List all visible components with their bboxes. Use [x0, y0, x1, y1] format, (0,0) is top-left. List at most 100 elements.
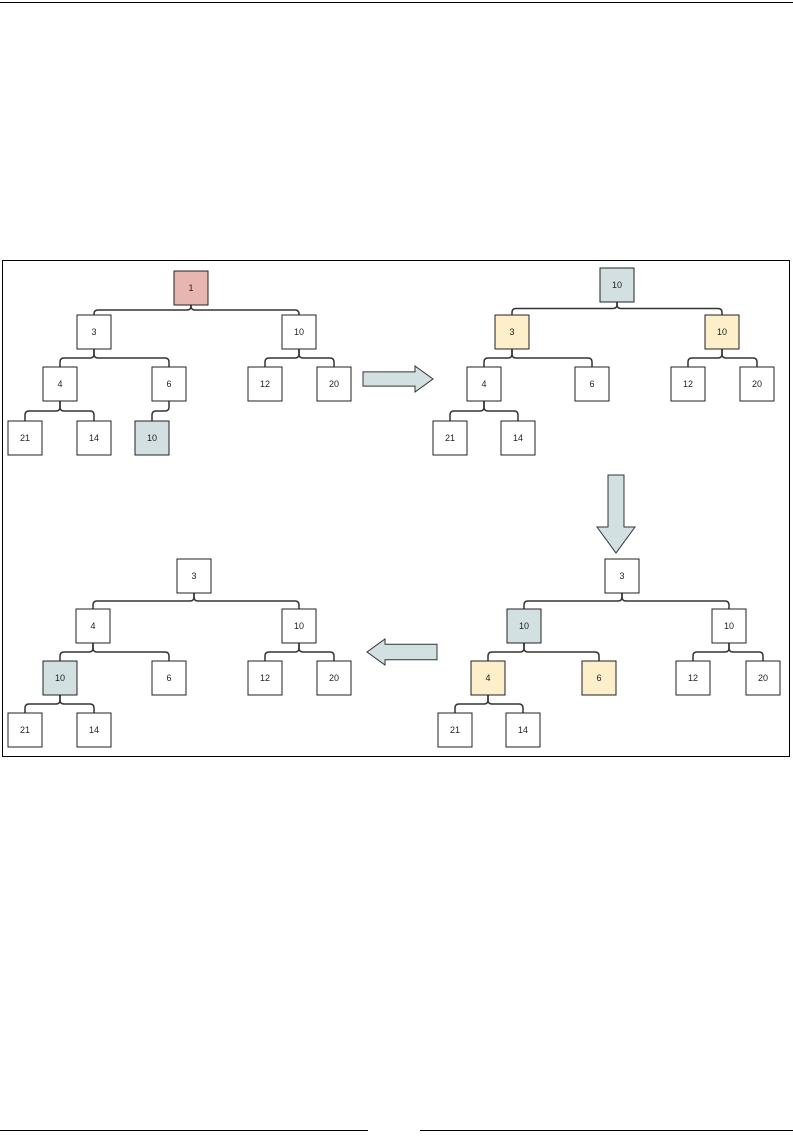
node-label: 21	[20, 433, 30, 443]
node-label: 14	[89, 725, 99, 735]
edge-c-f	[264, 349, 300, 367]
edge-d-i	[59, 695, 95, 713]
heap-node: 14	[76, 420, 112, 456]
node-box	[505, 712, 541, 748]
node-label: 3	[509, 327, 514, 337]
heap-node: 10	[599, 267, 635, 303]
node-label: 6	[166, 379, 171, 389]
node-label: 21	[445, 433, 455, 443]
node-box	[574, 366, 610, 402]
node-label: 4	[57, 379, 62, 389]
node-label: 10	[294, 327, 304, 337]
heap-node: 14	[505, 712, 541, 748]
node-label: 3	[619, 571, 624, 581]
heap-node: 6	[581, 660, 617, 696]
node-label: 6	[589, 379, 594, 389]
heap-node: 4	[466, 366, 502, 402]
node-label: 21	[450, 725, 460, 735]
heap-node: 6	[574, 366, 610, 402]
heap-node: 20	[316, 366, 352, 402]
edge-c-g	[298, 349, 335, 367]
node-label: 20	[329, 379, 339, 389]
edge-c-g	[298, 643, 335, 661]
heap-node: 20	[745, 660, 781, 696]
heap-node: 10	[134, 420, 170, 456]
edge-a-b	[93, 305, 192, 315]
node-label: 12	[260, 379, 270, 389]
node-label: 4	[90, 621, 95, 631]
edge-d-h	[449, 401, 485, 421]
edge-a-b	[92, 593, 195, 609]
node-box	[316, 366, 352, 402]
edge-e-j	[151, 401, 170, 421]
edge-c-f	[687, 349, 723, 367]
node-box	[494, 314, 530, 350]
edge-d-i	[483, 401, 519, 421]
node-label: 6	[166, 673, 171, 683]
node-label: 20	[329, 673, 339, 683]
edge-b-e	[511, 349, 593, 367]
heap-node: 10	[281, 608, 317, 644]
edge-b-d	[483, 349, 513, 367]
node-box	[745, 660, 781, 696]
edge-b-d	[59, 349, 95, 367]
node-box	[437, 712, 473, 748]
heap-node: 4	[470, 660, 506, 696]
node-box	[247, 660, 283, 696]
node-box	[173, 270, 209, 306]
node-label: 20	[758, 673, 768, 683]
heap-node: 20	[316, 660, 352, 696]
node-box	[76, 420, 112, 456]
node-label: 10	[147, 433, 157, 443]
arrow-right-icon	[362, 365, 434, 393]
heap-node: 10	[42, 660, 78, 696]
edge-a-b	[523, 593, 623, 609]
node-box	[281, 314, 317, 350]
node-label: 10	[612, 280, 622, 290]
node-box	[42, 660, 78, 696]
node-label: 12	[688, 673, 698, 683]
heap-node: 21	[437, 712, 473, 748]
node-box	[134, 420, 170, 456]
arrow-down-icon	[596, 474, 636, 554]
node-box	[604, 558, 640, 594]
edge-d-h	[24, 401, 61, 421]
heap-node: 10	[704, 314, 740, 350]
heap-node: 10	[506, 608, 542, 644]
node-box	[466, 366, 502, 402]
node-box	[42, 366, 78, 402]
node-box	[704, 314, 740, 350]
heap-node: 1	[173, 270, 209, 306]
node-box	[7, 420, 43, 456]
top-rule	[0, 2, 793, 3]
node-label: 10	[55, 673, 65, 683]
heap-node: 12	[247, 366, 283, 402]
edge-b-e	[523, 643, 600, 661]
node-label: 14	[89, 433, 99, 443]
edge-d-h	[454, 695, 489, 713]
heap-node: 3	[176, 558, 212, 594]
heap-node: 4	[75, 608, 111, 644]
node-box	[247, 366, 283, 402]
edge-a-c	[621, 593, 730, 609]
node-box	[151, 366, 187, 402]
heap-node: 20	[739, 366, 775, 402]
heap-node: 12	[675, 660, 711, 696]
heap-node: 21	[7, 420, 43, 456]
edge-a-b	[511, 302, 618, 315]
heap-node: 12	[247, 660, 283, 696]
edge-b-e	[92, 643, 170, 661]
heap-node: 12	[670, 366, 706, 402]
node-label: 10	[294, 621, 304, 631]
node-box	[316, 660, 352, 696]
node-box	[76, 712, 112, 748]
edge-a-c	[193, 593, 300, 609]
heap-node: 6	[151, 366, 187, 402]
node-box	[675, 660, 711, 696]
node-box	[76, 314, 112, 350]
heap-node: 6	[151, 660, 187, 696]
